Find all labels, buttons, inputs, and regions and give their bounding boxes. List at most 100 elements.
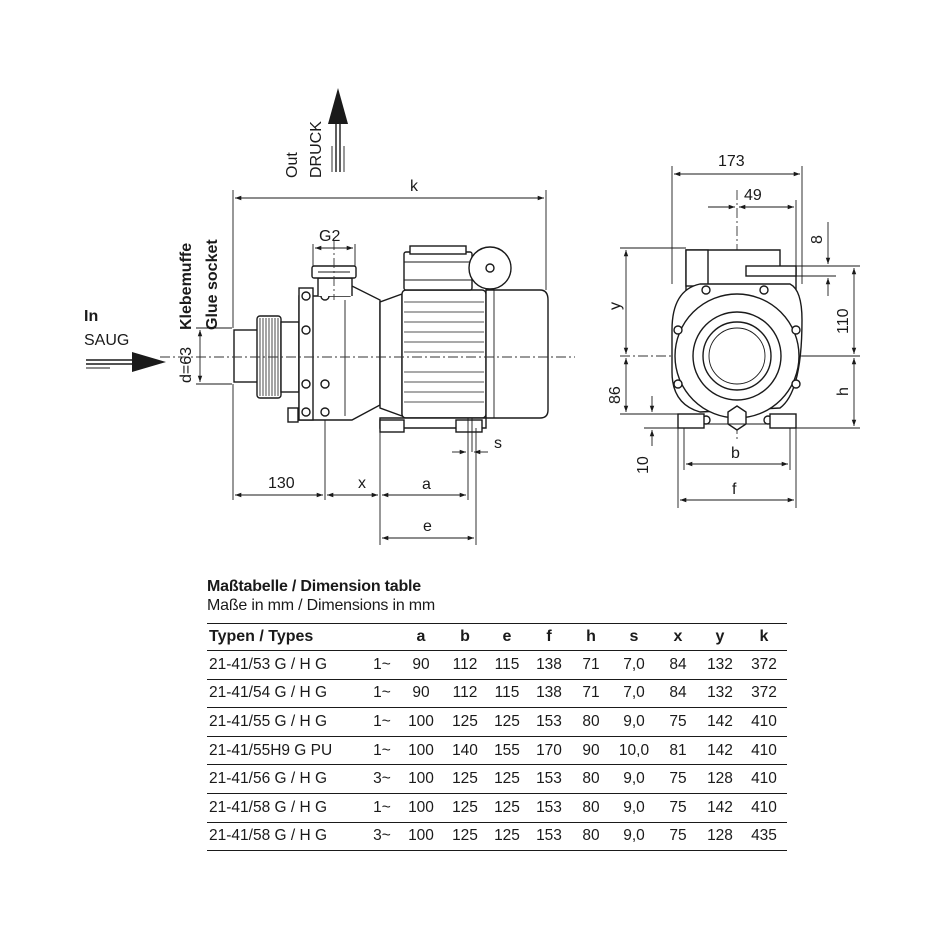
- dimension-table: Typen / Types a b e f h s x y k 21-41/53…: [207, 623, 787, 852]
- table-cell: 138: [527, 650, 571, 680]
- header-types: Typen / Types: [207, 623, 365, 651]
- table-cell: 7,0: [611, 650, 657, 680]
- dim-k: k: [410, 178, 419, 195]
- table-cell: 1~: [365, 707, 399, 737]
- table-cell: 3~: [365, 822, 399, 852]
- table-cell: 372: [741, 650, 787, 680]
- header-b: b: [443, 623, 487, 651]
- table-cell: 115: [487, 650, 527, 680]
- table-cell: 1~: [365, 679, 399, 709]
- table-cell: 153: [527, 764, 571, 794]
- table-cell: 100: [399, 736, 443, 766]
- table-cell: 7,0: [611, 679, 657, 709]
- dim-y: y: [607, 302, 624, 310]
- header-phase: [365, 623, 399, 651]
- dim-8: 8: [809, 235, 826, 244]
- table-cell: 410: [741, 793, 787, 823]
- table-cell: 142: [699, 707, 741, 737]
- table-cell: 410: [741, 707, 787, 737]
- table-cell: 153: [527, 707, 571, 737]
- table-cell: 140: [443, 736, 487, 766]
- table-cell: 138: [527, 679, 571, 709]
- pump-type-cell: 21-41/54 G / H G: [207, 679, 365, 709]
- table-cell: 125: [487, 764, 527, 794]
- header-x: x: [657, 623, 699, 651]
- table-cell: 75: [657, 793, 699, 823]
- table-cell: 90: [399, 679, 443, 709]
- table-cell: 132: [699, 650, 741, 680]
- table-cell: 132: [699, 679, 741, 709]
- table-cell: 80: [571, 793, 611, 823]
- table-cell: 112: [443, 650, 487, 680]
- table-cell: 142: [699, 736, 741, 766]
- table-cell: 84: [657, 679, 699, 709]
- table-cell: 1~: [365, 650, 399, 680]
- dim-e: e: [423, 518, 432, 535]
- dim-f: f: [732, 481, 737, 498]
- table-cell: 80: [571, 822, 611, 852]
- dim-h: h: [835, 387, 852, 396]
- table-cell: 170: [527, 736, 571, 766]
- inlet-flow-arrow: [86, 352, 166, 372]
- table-cell: 9,0: [611, 764, 657, 794]
- table-cell: 75: [657, 822, 699, 852]
- table-cell: 100: [399, 764, 443, 794]
- dimension-table-section: Maßtabelle / Dimension table Maße in mm …: [207, 577, 787, 852]
- table-cell: 10,0: [611, 736, 657, 766]
- klebemuffe-label: Klebemuffe: [178, 243, 195, 330]
- table-cell: 153: [527, 822, 571, 852]
- table-cell: 125: [487, 822, 527, 852]
- saug-label: SAUG: [84, 332, 129, 349]
- table-cell: 153: [527, 793, 571, 823]
- table-cell: 435: [741, 822, 787, 852]
- dim-a: a: [422, 476, 431, 493]
- dim-86: 86: [607, 386, 624, 404]
- dim-s: s: [494, 435, 502, 452]
- pump-dimension-drawing: Out DRUCK In SAUG Klebemuffe Glue socket…: [84, 88, 860, 545]
- table-cell: 155: [487, 736, 527, 766]
- table-cell: 9,0: [611, 707, 657, 737]
- table-cell: 90: [571, 736, 611, 766]
- table-cell: 128: [699, 822, 741, 852]
- table-cell: 372: [741, 679, 787, 709]
- dim-x: x: [358, 475, 366, 492]
- table-cell: 90: [399, 650, 443, 680]
- table-cell: 100: [399, 793, 443, 823]
- pump-type-cell: 21-41/58 G / H G: [207, 793, 365, 823]
- table-cell: 1~: [365, 793, 399, 823]
- dim-b: b: [731, 445, 740, 462]
- druck-label: DRUCK: [308, 121, 325, 178]
- dim-130: 130: [268, 475, 295, 492]
- table-cell: 75: [657, 764, 699, 794]
- out-label: Out: [284, 152, 301, 178]
- table-header-row: Typen / Types a b e f h s x y k: [207, 623, 787, 651]
- table-cell: 80: [571, 764, 611, 794]
- table-cell: 410: [741, 736, 787, 766]
- dim-173: 173: [718, 153, 745, 170]
- header-f: f: [527, 623, 571, 651]
- side-view: Out DRUCK In SAUG Klebemuffe Glue socket…: [84, 88, 575, 545]
- table-cell: 125: [487, 707, 527, 737]
- table-cell: 125: [487, 793, 527, 823]
- table-cell: 410: [741, 764, 787, 794]
- table-cell: 112: [443, 679, 487, 709]
- table-cell: 71: [571, 679, 611, 709]
- pump-side-body: [233, 245, 549, 452]
- glue-socket-label: Glue socket: [204, 239, 221, 330]
- table-cell: 9,0: [611, 793, 657, 823]
- dim-49: 49: [744, 187, 762, 204]
- d63-label: d=63: [178, 347, 195, 383]
- table-cell: 71: [571, 650, 611, 680]
- table-cell: 115: [487, 679, 527, 709]
- header-s: s: [611, 623, 657, 651]
- header-h: h: [571, 623, 611, 651]
- table-cell: 125: [443, 707, 487, 737]
- table-cell: 142: [699, 793, 741, 823]
- header-y: y: [699, 623, 741, 651]
- table-cell: 100: [399, 707, 443, 737]
